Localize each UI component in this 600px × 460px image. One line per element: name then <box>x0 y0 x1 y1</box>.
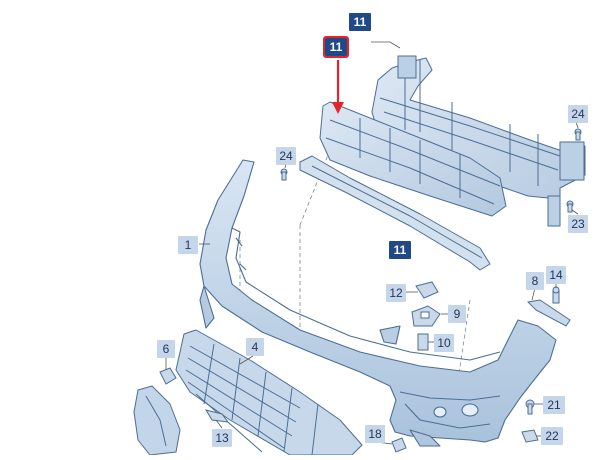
highlight-arrow <box>332 60 344 114</box>
callout-11-selected[interactable]: 11 <box>323 36 349 58</box>
callout-13[interactable]: 13 <box>212 429 232 447</box>
impact-bar <box>371 55 586 227</box>
callout-21[interactable]: 21 <box>543 396 565 414</box>
callout-11-strip[interactable]: 11 <box>389 241 411 259</box>
energy-absorber <box>319 101 507 217</box>
small-parts <box>159 128 582 453</box>
callout-22[interactable]: 22 <box>541 427 563 445</box>
callout-10[interactable]: 10 <box>434 334 454 352</box>
callout-9[interactable]: 9 <box>448 305 466 323</box>
callout-12[interactable]: 12 <box>386 284 406 302</box>
bumper-cover <box>199 159 557 447</box>
lower-grille <box>175 329 363 456</box>
callout-23[interactable]: 23 <box>568 215 588 233</box>
callout-11-top[interactable]: 11 <box>349 13 371 31</box>
callout-14[interactable]: 14 <box>546 266 566 284</box>
foam-strip <box>299 155 491 271</box>
callout-4[interactable]: 4 <box>246 338 264 356</box>
side-trim <box>133 385 181 456</box>
callout-24-left[interactable]: 24 <box>276 147 296 165</box>
callout-24-right[interactable]: 24 <box>568 105 588 123</box>
callout-8[interactable]: 8 <box>526 272 544 290</box>
callout-1[interactable]: 1 <box>178 236 198 254</box>
callout-18[interactable]: 18 <box>365 425 385 443</box>
callout-6[interactable]: 6 <box>157 340 175 358</box>
